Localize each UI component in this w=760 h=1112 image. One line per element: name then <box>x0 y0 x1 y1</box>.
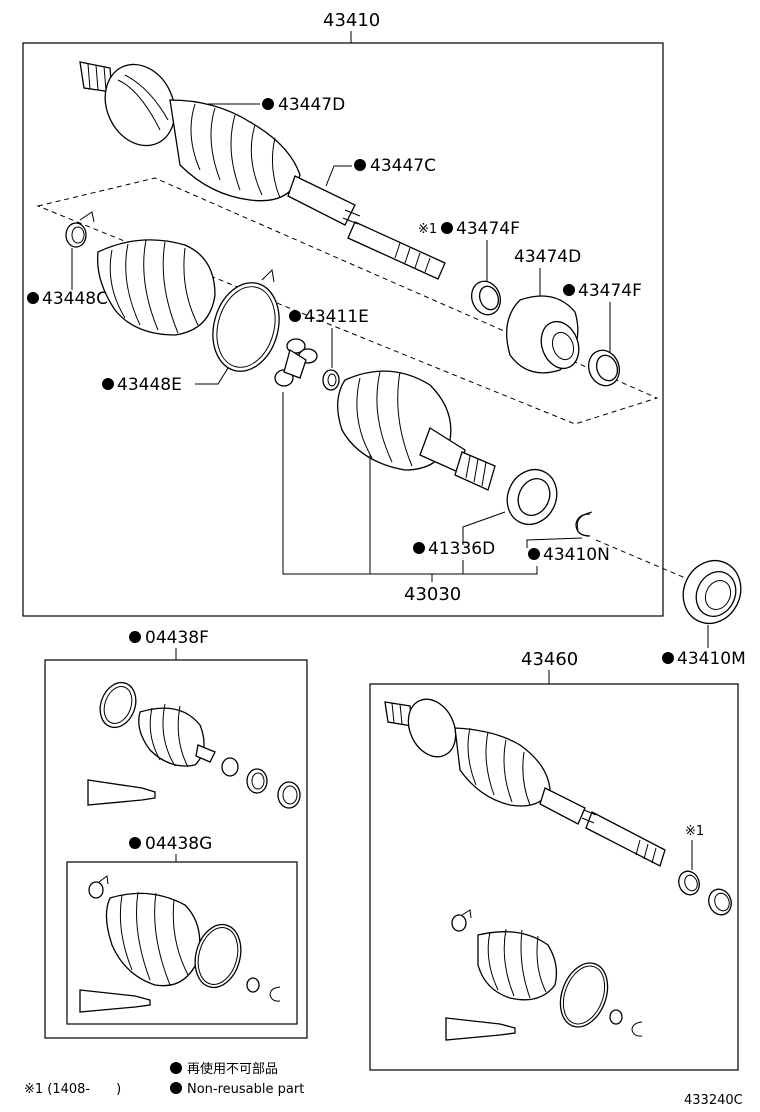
label-43448C[interactable]: 43448C <box>42 289 108 309</box>
kit-43460-parts <box>445 909 643 1041</box>
inner-joint-43030[interactable] <box>337 370 496 491</box>
assembly-43410-frame <box>22 42 664 617</box>
inner-boot <box>96 239 216 336</box>
label-43447C[interactable]: 43447C <box>370 156 436 176</box>
label-43474D[interactable]: 43474D <box>514 247 581 267</box>
ring-43460-b[interactable] <box>705 886 735 918</box>
label-43460[interactable]: 43460 <box>521 649 578 670</box>
driveshaft-43410-drawing <box>79 61 446 280</box>
diagram-code: 433240C <box>684 1093 743 1108</box>
ring-43460-a[interactable] <box>675 868 702 897</box>
seal-41336D[interactable] <box>498 461 565 532</box>
label-04438F[interactable]: 04438F <box>145 628 209 648</box>
assembly-43460-frame <box>369 683 739 1071</box>
bearing-43410M[interactable] <box>673 551 751 633</box>
refmark-43474F: ※1 <box>418 222 437 237</box>
label-43448E[interactable]: 43448E <box>117 375 182 395</box>
kit-04438G-frame <box>66 861 298 1025</box>
label-43447D[interactable]: 43447D <box>278 95 345 115</box>
label-04438G[interactable]: 04438G <box>145 834 212 854</box>
inner-kit-outline <box>36 177 659 425</box>
label-43410[interactable]: 43410 <box>323 10 380 31</box>
legend-footnote: ※1 (1408- ) <box>24 1082 121 1097</box>
spider-43411E[interactable] <box>274 338 340 391</box>
label-43411E[interactable]: 43411E <box>304 307 369 327</box>
label-41336D[interactable]: 41336D <box>428 539 495 559</box>
kit-04438F-parts <box>87 681 301 809</box>
kit-04438G-parts <box>79 875 281 1013</box>
label-43474F-top[interactable]: 43474F <box>456 219 520 239</box>
label-43410M[interactable]: 43410M <box>677 649 746 669</box>
legend-item-en: Non-reusable part <box>187 1082 304 1097</box>
refmark-43460: ※1 <box>685 824 704 839</box>
ring-43474F-top[interactable] <box>467 277 505 319</box>
label-43410N[interactable]: 43410N <box>543 545 610 565</box>
legend-item-ja: 再使用不可部品 <box>187 1061 278 1077</box>
clamp-43448C[interactable] <box>65 211 95 248</box>
label-43474F-right[interactable]: 43474F <box>578 281 642 301</box>
label-43030[interactable]: 43030 <box>404 584 461 605</box>
legend: 再使用不可部品 Non-reusable part ※1 (1408- ) <box>24 1061 304 1097</box>
clamp-43448E[interactable] <box>203 268 288 379</box>
snap-ring-43410N[interactable] <box>575 511 593 537</box>
kit-04438F-frame <box>44 659 308 1039</box>
driveshaft-43460-drawing <box>384 698 666 867</box>
ring-43474F-right[interactable] <box>584 346 625 390</box>
damper-43474D[interactable] <box>506 295 585 374</box>
